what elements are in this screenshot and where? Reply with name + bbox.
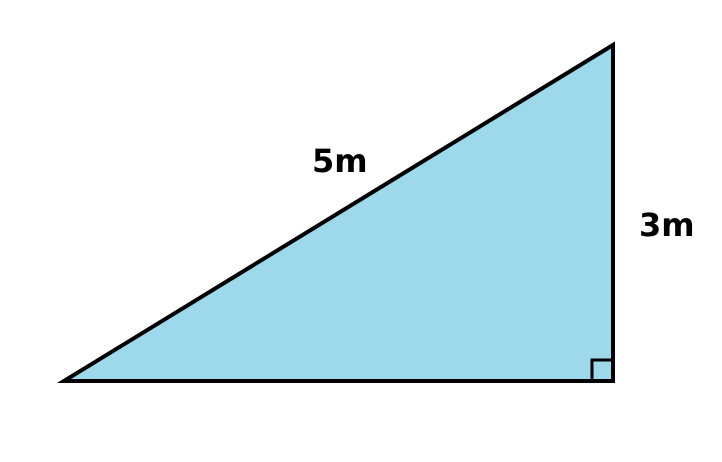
right-angle-marker: [590, 358, 615, 383]
triangle-shape: [56, 41, 615, 383]
hypotenuse-label: 5m: [312, 142, 368, 180]
vertical-side-label: 3m: [639, 206, 695, 244]
